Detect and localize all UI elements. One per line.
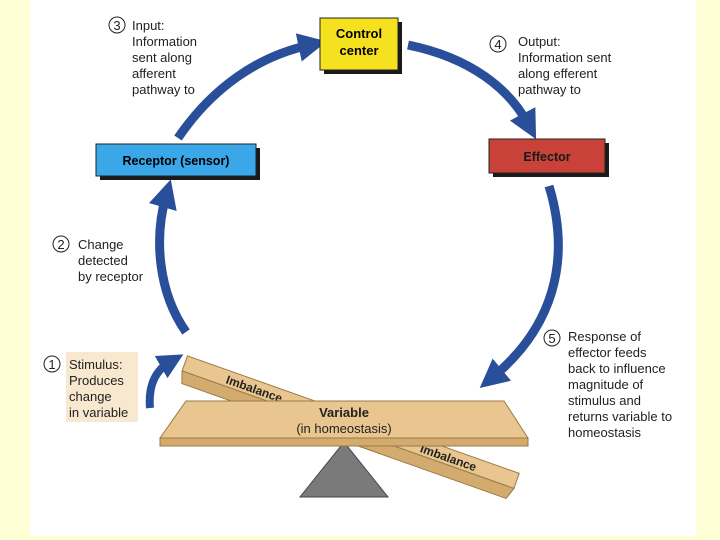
receptor-label: Receptor (sensor) (123, 154, 230, 168)
step-2-line3: by receptor (78, 269, 144, 284)
variable-subtitle: (in homeostasis) (296, 421, 391, 436)
effector-label: Effector (523, 150, 570, 164)
step-1-number: 1 (48, 357, 55, 372)
arrow-receptor-to-control (174, 33, 327, 141)
step-4-line4: pathway to (518, 82, 581, 97)
step-3-number: 3 (113, 18, 120, 33)
step-4-number: 4 (494, 37, 501, 52)
step-5-line7: homeostasis (568, 425, 641, 440)
step-5-number: 5 (548, 331, 555, 346)
step-3-line2: Information (132, 34, 197, 49)
variable-title: Variable (319, 405, 369, 420)
step-2-line2: detected (78, 253, 128, 268)
step-5-line4: magnitude of (568, 377, 644, 392)
seesaw: Imbalance Imbalance Variable (in homeost… (159, 355, 529, 500)
step-1-line3: change (69, 389, 112, 404)
step-4-line3: along efferent (518, 66, 598, 81)
variable-plank: Variable (in homeostasis) (159, 400, 529, 447)
step-1-stimulus: 1 Stimulus: Produces change in variable (43, 352, 138, 422)
step-2-number: 2 (57, 237, 64, 252)
step-2-change-detected: 2 Change detected by receptor (52, 235, 144, 284)
step-5-line1: Response of (568, 329, 641, 344)
step-3-line1: Input: (132, 18, 165, 33)
step-1-line1: Stimulus: (69, 357, 122, 372)
step-1-line2: Produces (69, 373, 124, 388)
step-4-line2: Information sent (518, 50, 612, 65)
receptor-box: Receptor (sensor) (95, 143, 260, 180)
step-5-line5: stimulus and (568, 393, 641, 408)
fulcrum (298, 441, 390, 498)
arrow-stimulus-to-variable (145, 354, 184, 409)
step-4-output: 4 Output: Information sent along efferen… (489, 34, 612, 97)
arrow-variable-to-receptor (148, 179, 190, 335)
step-5-line6: returns variable to (568, 409, 672, 424)
arrow-control-to-effector (407, 40, 537, 140)
step-5-line3: back to influence (568, 361, 666, 376)
arrow-effector-to-variable (479, 184, 563, 389)
control-center-label-line1: Control (336, 26, 382, 41)
step-5-response: 5 Response of effector feeds back to inf… (543, 329, 672, 440)
step-3-line5: pathway to (132, 82, 195, 97)
effector-box: Effector (488, 138, 609, 177)
step-3-line3: sent along (132, 50, 192, 65)
step-1-line4: in variable (69, 405, 128, 420)
control-center-box: Control center (319, 17, 402, 74)
step-2-line1: Change (78, 237, 124, 252)
step-3-line4: afferent (132, 66, 176, 81)
control-center-label-line2: center (339, 43, 378, 58)
step-5-line2: effector feeds (568, 345, 647, 360)
step-3-input: 3 Input: Information sent along afferent… (108, 16, 197, 97)
step-4-line1: Output: (518, 34, 561, 49)
